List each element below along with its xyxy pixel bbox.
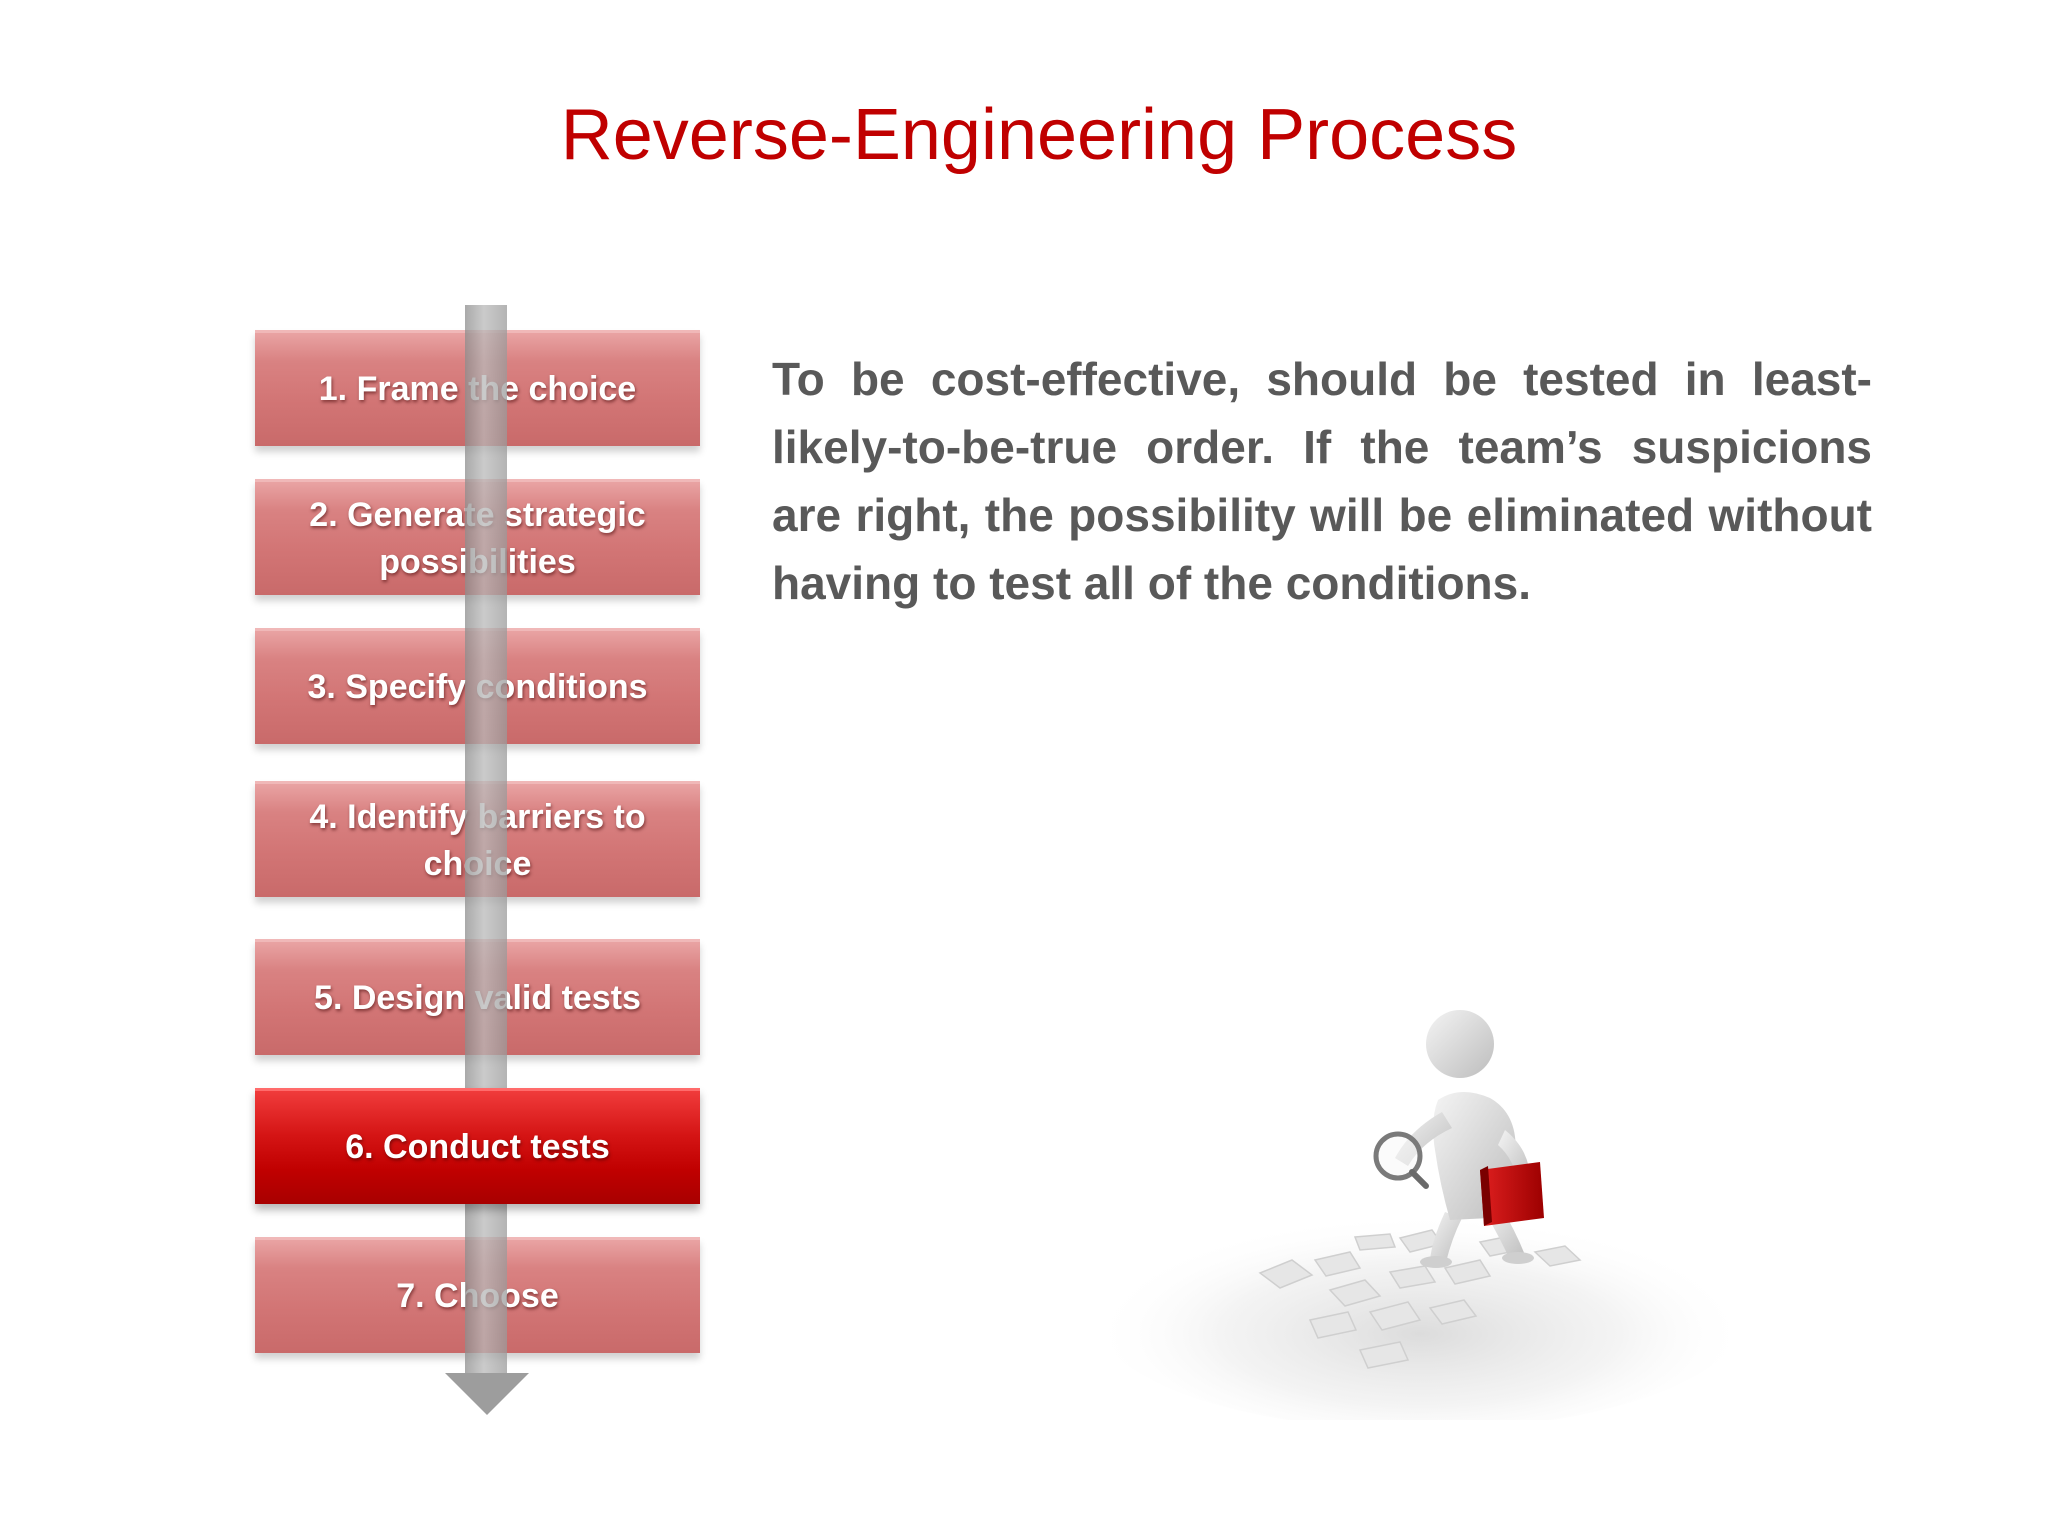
slide-title: Reverse-Engineering Process bbox=[560, 95, 1518, 175]
step-label: 6. Conduct tests bbox=[345, 1128, 610, 1166]
step-conduct-tests: 6. Conduct tests bbox=[255, 1088, 700, 1204]
process-arrow-shaft bbox=[465, 305, 507, 1378]
process-steps: 1. Frame the choice 2. Generate strategi… bbox=[255, 305, 700, 1420]
figure-with-magnifying-glass-icon bbox=[1060, 990, 1750, 1430]
process-arrow-head-icon bbox=[445, 1373, 529, 1415]
body-paragraph: To be cost-effective, should be tested i… bbox=[772, 353, 1872, 609]
